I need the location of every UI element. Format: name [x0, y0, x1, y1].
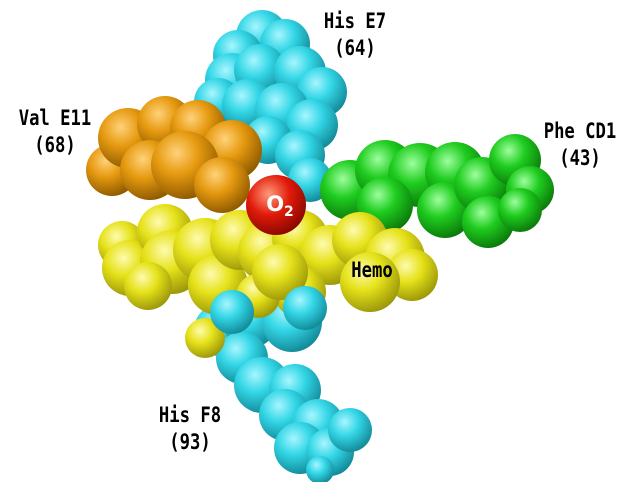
his-f8-label: His F8 (93) — [149, 402, 231, 456]
hemo-text: Hemo — [351, 258, 393, 282]
val-e11-residue — [86, 96, 262, 213]
phe-cd1-number: (43) — [559, 146, 601, 170]
his-f8-upper — [210, 286, 327, 334]
o2-symbol: O — [266, 192, 285, 216]
val-e11-number: (68) — [34, 133, 76, 157]
phe-cd1-residue — [320, 134, 554, 248]
o2-subscript: 2 — [284, 204, 294, 221]
phe-cd1-label: Phe CD1 (43) — [535, 118, 625, 172]
val-e11-label: Val E11 (68) — [10, 105, 100, 159]
hemo-label: Hemo — [339, 257, 405, 284]
o2-label: O2 — [258, 192, 302, 220]
val-e11-name: Val E11 — [18, 106, 92, 130]
his-f8-number: (93) — [169, 430, 211, 454]
his-f8-name: His F8 — [158, 403, 222, 427]
his-e7-number: (64) — [334, 36, 376, 60]
his-e7-name: His E7 — [323, 9, 387, 33]
phe-cd1-name: Phe CD1 — [543, 119, 617, 143]
oxygen-molecule — [246, 175, 306, 235]
his-e7-label: His E7 (64) — [314, 8, 396, 62]
